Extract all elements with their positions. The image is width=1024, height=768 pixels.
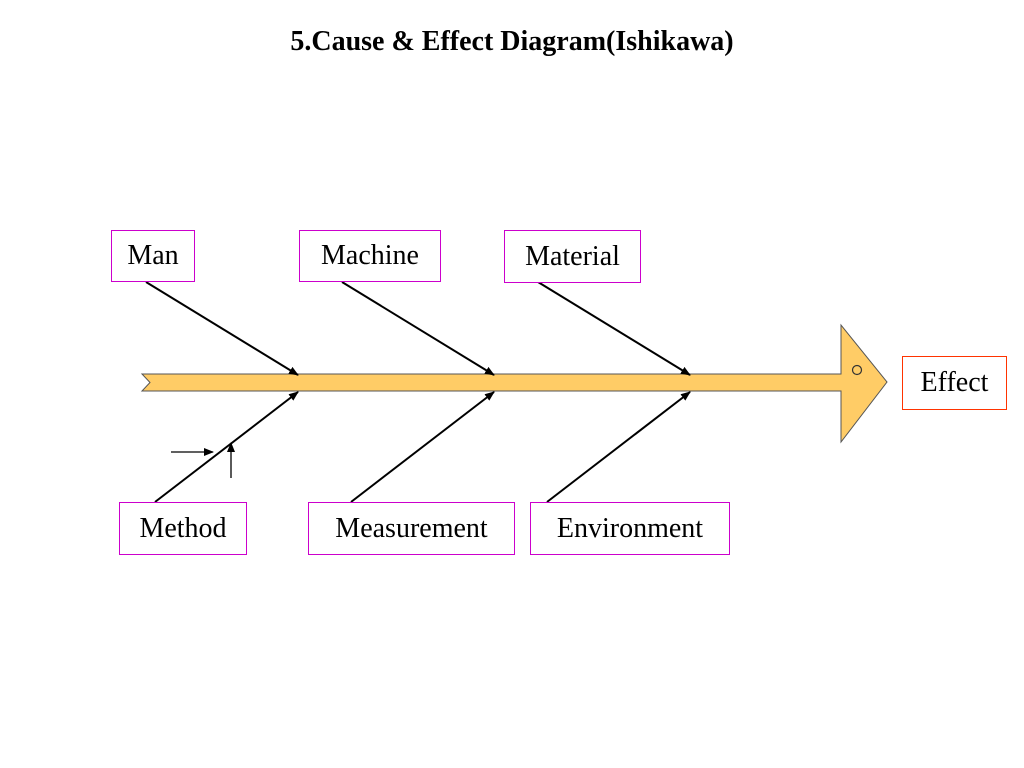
bone-material	[537, 281, 691, 376]
bone-machine	[341, 281, 495, 376]
bone-method	[154, 391, 299, 503]
cause-label-environment: Environment	[556, 512, 704, 544]
cause-label-material: Material	[525, 240, 620, 272]
slide-title: 5.Cause & Effect Diagram(Ishikawa)	[290, 26, 734, 57]
effect-box: Effect	[902, 356, 1007, 410]
cause-box-measurement: Measurement	[308, 502, 515, 555]
cause-box-method: Method	[119, 502, 247, 555]
spine-arrow	[140, 323, 888, 444]
cause-box-machine: Machine	[299, 230, 441, 282]
cause-box-environment: Environment	[530, 502, 730, 555]
bone-measurement	[350, 391, 495, 503]
bone-environment	[546, 391, 691, 503]
bone-man	[145, 281, 299, 376]
cause-box-man: Man	[111, 230, 195, 282]
cause-label-measurement: Measurement	[335, 512, 488, 544]
effect-marker-circle	[851, 364, 863, 376]
cause-label-method: Method	[139, 512, 227, 544]
cause-label-machine: Machine	[321, 240, 419, 271]
cause-box-material: Material	[504, 230, 641, 283]
cause-label-man: Man	[127, 240, 179, 271]
effect-label: Effect	[920, 367, 989, 398]
